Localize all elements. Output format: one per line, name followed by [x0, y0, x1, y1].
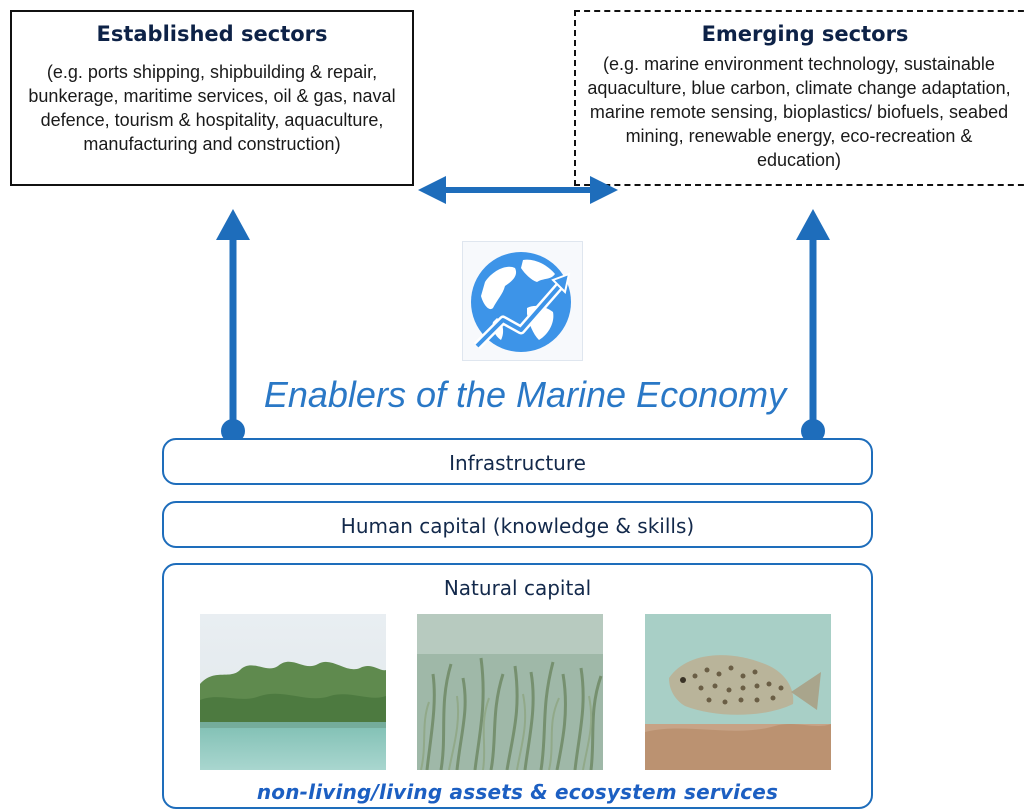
established-sectors-description: (e.g. ports shipping, shipbuilding & rep…	[28, 62, 396, 154]
natural-capital-title: Natural capital	[443, 576, 592, 600]
double-headed-arrow	[418, 176, 618, 204]
enablers-title: Enablers of the Marine Economy	[263, 374, 787, 415]
emerging-sectors-description: (e.g. marine environment technology, sus…	[587, 54, 1011, 170]
grouper-fish-photo	[645, 614, 831, 770]
natural-capital-layer: Natural capital	[162, 563, 873, 809]
seagrass-photo	[417, 614, 603, 770]
left-up-arrow	[216, 209, 250, 443]
mangrove-photo	[200, 614, 386, 770]
fish-shape	[669, 655, 821, 715]
established-sectors-title: Established sectors	[96, 22, 328, 46]
right-up-arrow	[796, 209, 830, 443]
established-sectors-box: Established sectors (e.g. ports shipping…	[10, 10, 414, 186]
ecosystem-services-caption: non-living/living assets & ecosystem ser…	[256, 780, 779, 804]
emerging-sectors-title: Emerging sectors	[701, 22, 909, 46]
emerging-sectors-box: Emerging sectors (e.g. marine environmen…	[574, 10, 1027, 186]
infrastructure-layer: Infrastructure	[162, 438, 873, 485]
globe-growth-icon	[462, 241, 583, 361]
human-capital-layer: Human capital (knowledge & skills)	[162, 501, 873, 548]
